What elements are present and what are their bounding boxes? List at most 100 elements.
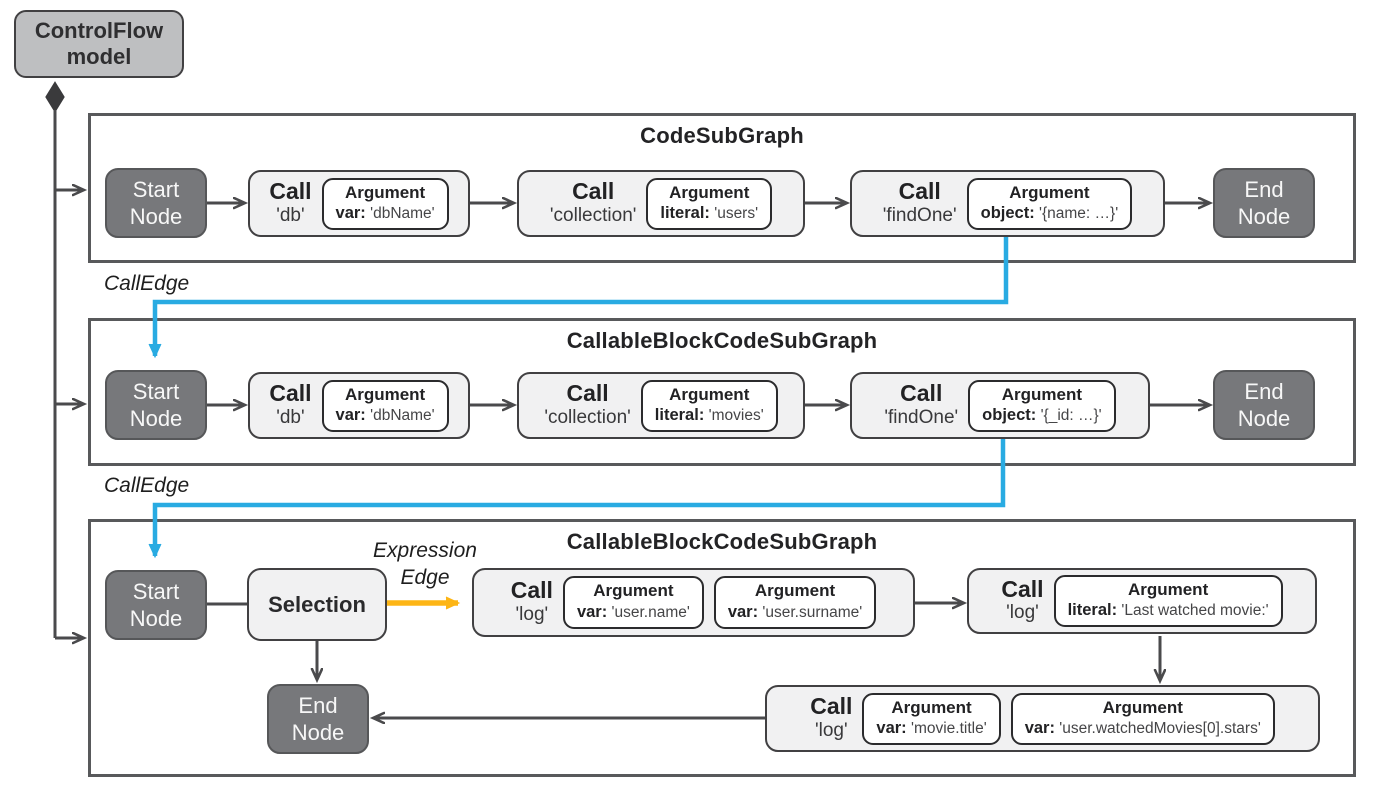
argument-box: Argument literal: 'movies' [640, 379, 778, 432]
end-node: End Node [1213, 168, 1315, 238]
start-node-label: Node [129, 606, 183, 631]
argument-title: Argument [1001, 384, 1083, 404]
argument-key: literal: [660, 203, 710, 222]
argument-key: object: [982, 405, 1037, 424]
argument-title: Argument [344, 384, 426, 404]
argument-box: Argument object: '{_id: …}' [968, 379, 1116, 432]
start-node: Start Node [105, 370, 207, 440]
call-node-collection: Call 'collection' Argument literal: 'use… [517, 170, 805, 237]
start-node-label: Start [132, 176, 180, 202]
argument-value: '{_id: …}' [1040, 406, 1102, 424]
end-node: End Node [267, 684, 369, 754]
argument-box: Argument literal: 'users' [646, 177, 773, 230]
argument-box: Argument var: 'movie.title' [862, 692, 1001, 745]
call-edge-label-1: CallEdge [104, 272, 190, 295]
call-callee: 'log' [1006, 602, 1039, 624]
argument-box: Argument var: 'user.surname' [713, 576, 877, 629]
start-node: Start Node [105, 168, 207, 238]
call-callee: 'db' [276, 406, 305, 428]
argument-key: var: [727, 602, 759, 621]
argument-value: 'Last watched movie:' [1121, 602, 1269, 620]
argument-key: literal: [654, 405, 705, 424]
call-node-log-3: Call 'log' Argument var: 'movie.title' A… [765, 685, 1320, 752]
call-callee: 'findOne' [884, 406, 959, 428]
argument-box: Argument literal: 'Last watched movie:' [1053, 575, 1283, 628]
call-title: Call [566, 380, 609, 407]
call-title: Call [510, 577, 553, 604]
start-node-label: Start [132, 578, 180, 604]
argument-title: Argument [344, 182, 426, 202]
argument-title: Argument [1102, 697, 1183, 717]
argument-value: 'user.name' [611, 603, 690, 621]
call-node-log-2: Call 'log' Argument literal: 'Last watch… [967, 568, 1317, 634]
start-node-label: Node [129, 406, 183, 431]
call-node-db: Call 'db' Argument var: 'dbName' [248, 372, 470, 439]
call-node-collection: Call 'collection' Argument literal: 'mov… [517, 372, 805, 439]
argument-key: var: [335, 203, 366, 222]
controlflow-model-label: ControlFlow model [34, 18, 164, 69]
start-node-label: Start [132, 378, 180, 404]
argument-box: Argument var: 'dbName' [321, 177, 449, 230]
argument-title: Argument [754, 581, 836, 601]
argument-key: object: [980, 203, 1035, 222]
call-callee: 'log' [815, 719, 848, 741]
argument-value: 'dbName' [370, 204, 435, 222]
argument-title: Argument [669, 182, 750, 202]
call-title: Call [572, 178, 615, 205]
argument-value: 'dbName' [370, 406, 435, 424]
call-callee: 'db' [276, 204, 305, 226]
call-title: Call [269, 178, 312, 205]
argument-key: var: [876, 718, 907, 737]
selection-node: Selection [247, 568, 387, 641]
end-node-label: Node [1237, 204, 1291, 229]
start-node-label: Node [129, 204, 183, 229]
argument-key: literal: [1067, 601, 1118, 620]
call-callee: 'findOne' [882, 204, 957, 226]
argument-box: Argument var: 'user.watchedMovies[0].sta… [1010, 692, 1275, 745]
argument-title: Argument [1009, 182, 1090, 202]
call-callee: 'log' [515, 603, 549, 625]
argument-title: Argument [1127, 580, 1209, 599]
argument-value: 'users' [714, 204, 759, 222]
argument-box: Argument var: 'user.name' [562, 576, 704, 629]
call-title: Call [810, 693, 853, 720]
argument-key: var: [335, 405, 366, 424]
call-node-findone: Call 'findOne' Argument object: '{_id: …… [850, 372, 1150, 439]
argument-title: Argument [891, 697, 972, 717]
end-node-label: End [298, 692, 338, 718]
argument-title: Argument [593, 581, 674, 601]
call-title: Call [269, 380, 312, 407]
end-node-label: Node [291, 720, 345, 745]
call-node-db: Call 'db' Argument var: 'dbName' [248, 170, 470, 237]
call-title: Call [898, 178, 941, 205]
argument-value: 'user.surname' [762, 603, 863, 621]
call-node-log-1: Call 'log' Argument var: 'user.name' Arg… [472, 568, 915, 637]
end-node-label: End [1244, 176, 1284, 202]
argument-value: '{name: …}' [1039, 204, 1119, 222]
subgraph-title: CodeSubGraph [640, 123, 804, 148]
call-title: Call [900, 380, 943, 407]
controlflow-model-box: ControlFlow model [14, 10, 184, 78]
end-node-label: End [1244, 378, 1284, 404]
argument-title: Argument [669, 384, 750, 404]
call-title: Call [1001, 575, 1044, 602]
argument-box: Argument var: 'dbName' [321, 379, 449, 432]
subgraph-title: CallableBlockCodeSubGraph [566, 328, 878, 353]
containment-spine [45, 81, 83, 638]
argument-value: 'movies' [708, 406, 764, 424]
end-node: End Node [1213, 370, 1315, 440]
argument-key: var: [1024, 718, 1055, 737]
call-callee: 'collection' [549, 204, 637, 226]
call-callee: 'collection' [544, 406, 631, 428]
argument-box: Argument object: '{name: …}' [966, 177, 1133, 230]
argument-value: 'movie.title' [911, 719, 987, 737]
diamond-connector [45, 81, 65, 113]
subgraph-title: CallableBlockCodeSubGraph [566, 529, 878, 554]
call-node-findone: Call 'findOne' Argument object: '{name: … [850, 170, 1165, 237]
start-node: Start Node [105, 570, 207, 640]
argument-key: var: [576, 602, 608, 621]
selection-label: Selection [268, 591, 366, 617]
end-node-label: Node [1237, 406, 1291, 431]
call-edge-label-2: CallEdge [104, 474, 190, 497]
